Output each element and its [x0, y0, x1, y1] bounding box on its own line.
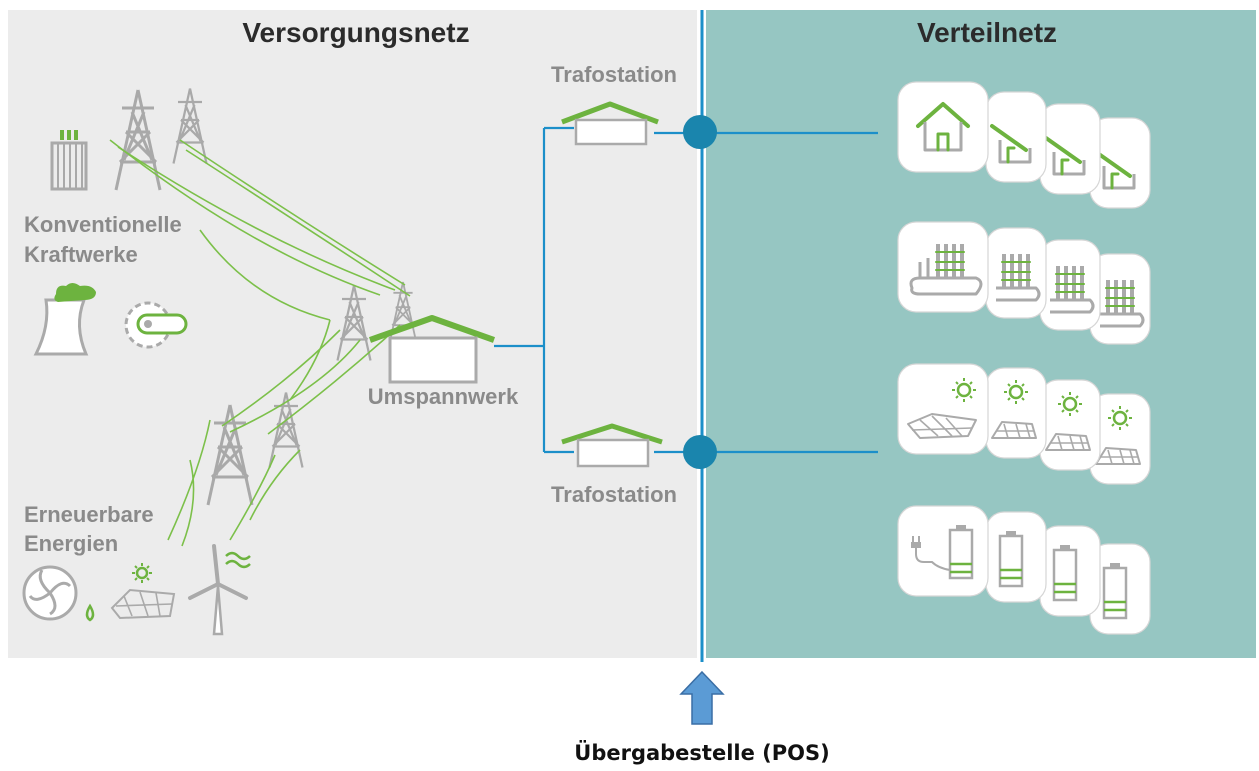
renewables-label-line2: Energien — [24, 531, 118, 556]
wind-waves-icon — [225, 551, 251, 569]
substation-label: Umspannwerk — [368, 384, 519, 409]
substation-building — [368, 315, 496, 384]
solar-panel-icon — [110, 588, 176, 620]
supply-network-panel — [8, 10, 698, 658]
handover-point-label: Übergabestelle (POS) — [574, 740, 829, 765]
transformer-station-bottom — [561, 423, 663, 468]
junction-dot-bottom — [683, 435, 717, 469]
cooling-tower-icon — [33, 283, 96, 356]
sun-icon — [132, 563, 152, 583]
junction-dot-top — [683, 115, 717, 149]
conventional-plants-label-line2: Kraftwerke — [24, 242, 138, 267]
transformer-station-bottom-label: Trafostation — [551, 482, 677, 507]
wind-turbine-icon — [188, 544, 248, 636]
transformer-icon — [50, 130, 88, 191]
transformer-station-top — [561, 101, 659, 146]
turbine-icon — [124, 301, 188, 349]
renewables-label-line1: Erneuerbare — [24, 502, 154, 527]
distribution-network-title: Verteilnetz — [917, 17, 1057, 48]
transmission-lines — [109, 139, 411, 547]
supply-network-title: Versorgungsnetz — [242, 17, 469, 48]
conventional-plants-label-line1: Konventionelle — [24, 212, 182, 237]
water-drop-icon — [85, 603, 95, 622]
transformer-station-top-label: Trafostation — [551, 62, 677, 87]
hydro-turbine-icon — [22, 565, 78, 621]
up-arrow-icon — [679, 670, 725, 725]
